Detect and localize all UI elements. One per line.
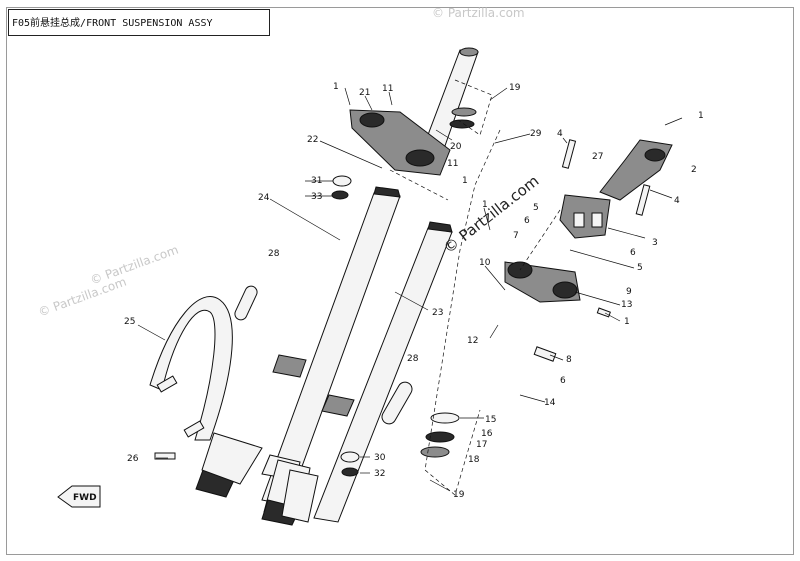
callout-14: 14 (544, 398, 556, 408)
seal-ring-upper (234, 285, 258, 321)
callout-15: 15 (485, 415, 496, 425)
bolt-4-upper (561, 139, 577, 169)
callout-11: 11 (382, 84, 393, 94)
callout-25: 25 (124, 317, 135, 327)
shaft-8 (533, 346, 557, 362)
callout-16: 16 (481, 429, 493, 439)
assembly-guide-lines (389, 79, 561, 496)
callout-27: 27 (592, 152, 603, 162)
callout-8: 8 (566, 355, 572, 365)
callout-20: 20 (450, 142, 462, 152)
callout-12: 12 (467, 336, 478, 346)
title-box (8, 9, 270, 36)
callout-28: 28 (407, 354, 419, 364)
callout-9: 9 (626, 287, 632, 297)
callout-23: 23 (432, 308, 443, 318)
drawing-border (6, 7, 794, 555)
callout-1: 1 (482, 200, 488, 210)
callout-33: 33 (311, 192, 322, 202)
fork-tube-left (195, 186, 401, 506)
callout-13: 13 (621, 300, 632, 310)
callout-17: 17 (476, 440, 487, 450)
callout-18: 18 (468, 455, 480, 465)
spring-washer-32 (341, 467, 359, 477)
diagram-title: F05前悬挂总成/FRONT SUSPENSION ASSY (12, 18, 213, 29)
watermark-top: © Partzilla.com (432, 6, 525, 20)
fork-tube-right (261, 221, 453, 526)
callout-29: 29 (530, 129, 542, 139)
fender-brace (149, 296, 233, 441)
callout-numbers: 1 21 11 19 22 20 29 11 1 31 33 24 4 27 1… (124, 82, 704, 500)
callout-4: 4 (557, 129, 563, 139)
callout-31: 31 (311, 176, 322, 186)
callout-4: 4 (674, 196, 680, 206)
callout-6: 6 (524, 216, 530, 226)
fwd-arrow-icon: FWD (57, 485, 101, 508)
callout-1: 1 (462, 176, 468, 186)
bolt-1-right (596, 307, 611, 318)
leader-lines (137, 87, 683, 492)
callout-11: 11 (447, 159, 458, 169)
bearing-stack-lower (420, 412, 460, 458)
bolt-4-lower (635, 184, 651, 216)
callout-10: 10 (479, 258, 491, 268)
bearing-stack-upper (449, 107, 477, 129)
callout-2: 2 (691, 165, 697, 175)
callout-19: 19 (509, 83, 521, 93)
callout-26: 26 (127, 454, 139, 464)
callout-32: 32 (374, 469, 385, 479)
seal-ring-lower (381, 381, 413, 425)
callout-7: 7 (513, 231, 519, 241)
callout-6: 6 (630, 248, 636, 258)
spring-washer-33 (331, 190, 349, 200)
callout-24: 24 (258, 193, 270, 203)
top-clamp-left (349, 109, 451, 176)
fwd-label: FWD (73, 493, 97, 503)
callout-1: 1 (624, 317, 630, 327)
bushing-30 (340, 451, 360, 463)
bolt-26 (154, 452, 176, 460)
callout-30: 30 (374, 453, 386, 463)
callout-5: 5 (533, 203, 539, 213)
callout-22: 22 (307, 135, 318, 145)
callout-21: 21 (359, 88, 370, 98)
callout-28: 28 (268, 249, 280, 259)
callout-5: 5 (637, 263, 643, 273)
callout-1: 1 (333, 82, 339, 92)
clamp-block (559, 194, 611, 239)
callout-6: 6 (560, 376, 566, 386)
top-clamp-right (599, 139, 673, 201)
callout-3: 3 (652, 238, 658, 248)
callout-1: 1 (698, 111, 704, 121)
callout-19: 19 (453, 490, 465, 500)
